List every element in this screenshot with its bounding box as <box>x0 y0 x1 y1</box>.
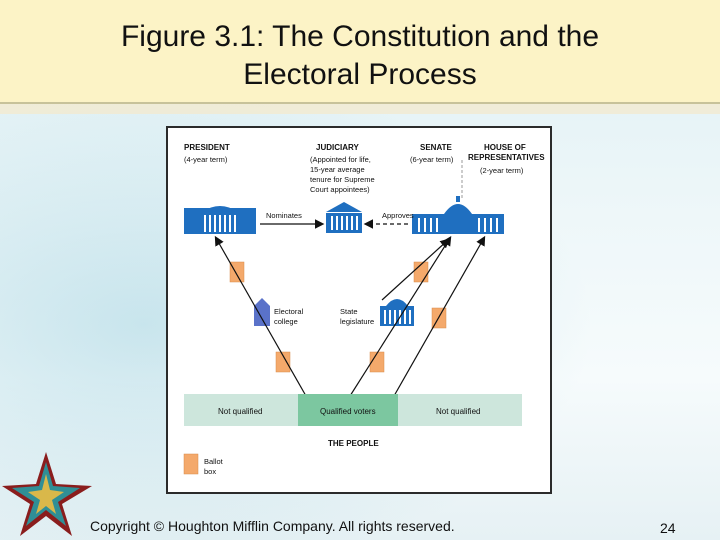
people-bar-right <box>398 394 522 426</box>
house-label-2: REPRESENTATIVES <box>468 153 545 162</box>
legend-ballot-icon <box>183 453 199 475</box>
judiciary-term-2: 15-year average <box>310 165 365 174</box>
electoral-college-icon <box>254 298 270 326</box>
title-underline-stripe <box>0 104 720 114</box>
judiciary-label: JUDICIARY <box>316 143 359 152</box>
house-term: (2-year term) <box>480 166 524 175</box>
people-bar-left <box>184 394 298 426</box>
president-term: (4-year term) <box>184 155 228 164</box>
figure-frame: PRESIDENT (4-year term) JUDICIARY (Appoi… <box>166 126 552 494</box>
arrow-people-to-senate <box>393 235 486 397</box>
senate-label: SENATE <box>420 143 453 152</box>
electoral-college-label-2: college <box>274 317 298 326</box>
copyright-footer: Copyright © Houghton Mifflin Company. Al… <box>90 518 455 534</box>
page-number: 24 <box>660 520 676 536</box>
not-qualified-right: Not qualified <box>436 407 480 416</box>
judiciary-term-3: tenure for Supreme <box>310 175 375 184</box>
approves-label: Approves <box>382 211 414 220</box>
president-building-icon <box>184 206 256 234</box>
spacer <box>264 238 438 296</box>
state-legislature-label-1: State <box>340 307 358 316</box>
ballot-box-state <box>369 351 385 373</box>
legend-label-1: Ballot <box>204 457 224 466</box>
qualified-voters: Qualified voters <box>320 407 376 416</box>
nominates-label: Nominates <box>266 211 302 220</box>
judiciary-building-icon <box>326 202 362 233</box>
judiciary-term-1: (Appointed for life, <box>310 155 371 164</box>
the-people-label: THE PEOPLE <box>328 439 379 448</box>
state-legislature-label-2: legislature <box>340 317 374 326</box>
house-label-1: HOUSE OF <box>484 143 526 152</box>
arrow-people-to-president <box>214 235 307 397</box>
ballot-box-electoral <box>275 351 291 373</box>
president-label: PRESIDENT <box>184 143 230 152</box>
star-ornament-icon <box>2 452 92 536</box>
state-legislature-icon <box>380 299 414 326</box>
not-qualified-left: Not qualified <box>218 407 262 416</box>
senate-term: (6-year term) <box>410 155 454 164</box>
arrow-state-to-senate <box>381 238 450 301</box>
title-line-2: Electoral Process <box>243 58 477 91</box>
slide-title: Figure 3.1: The Constitution and the Ele… <box>60 18 660 94</box>
title-bar: Figure 3.1: The Constitution and the Ele… <box>0 0 720 104</box>
arrow-people-to-house <box>349 235 452 397</box>
ballot-box-president <box>229 261 245 283</box>
title-line-1: Figure 3.1: The Constitution and the <box>120 20 600 53</box>
legend-label-2: box <box>204 467 216 476</box>
electoral-college-label-1: Electoral <box>274 307 304 316</box>
congress-capitol-icon <box>412 196 504 234</box>
people-bar-center <box>298 394 398 426</box>
judiciary-term-4: Court appointees) <box>310 185 370 194</box>
constitution-electoral-diagram: PRESIDENT (4-year term) JUDICIARY (Appoi… <box>183 143 545 476</box>
